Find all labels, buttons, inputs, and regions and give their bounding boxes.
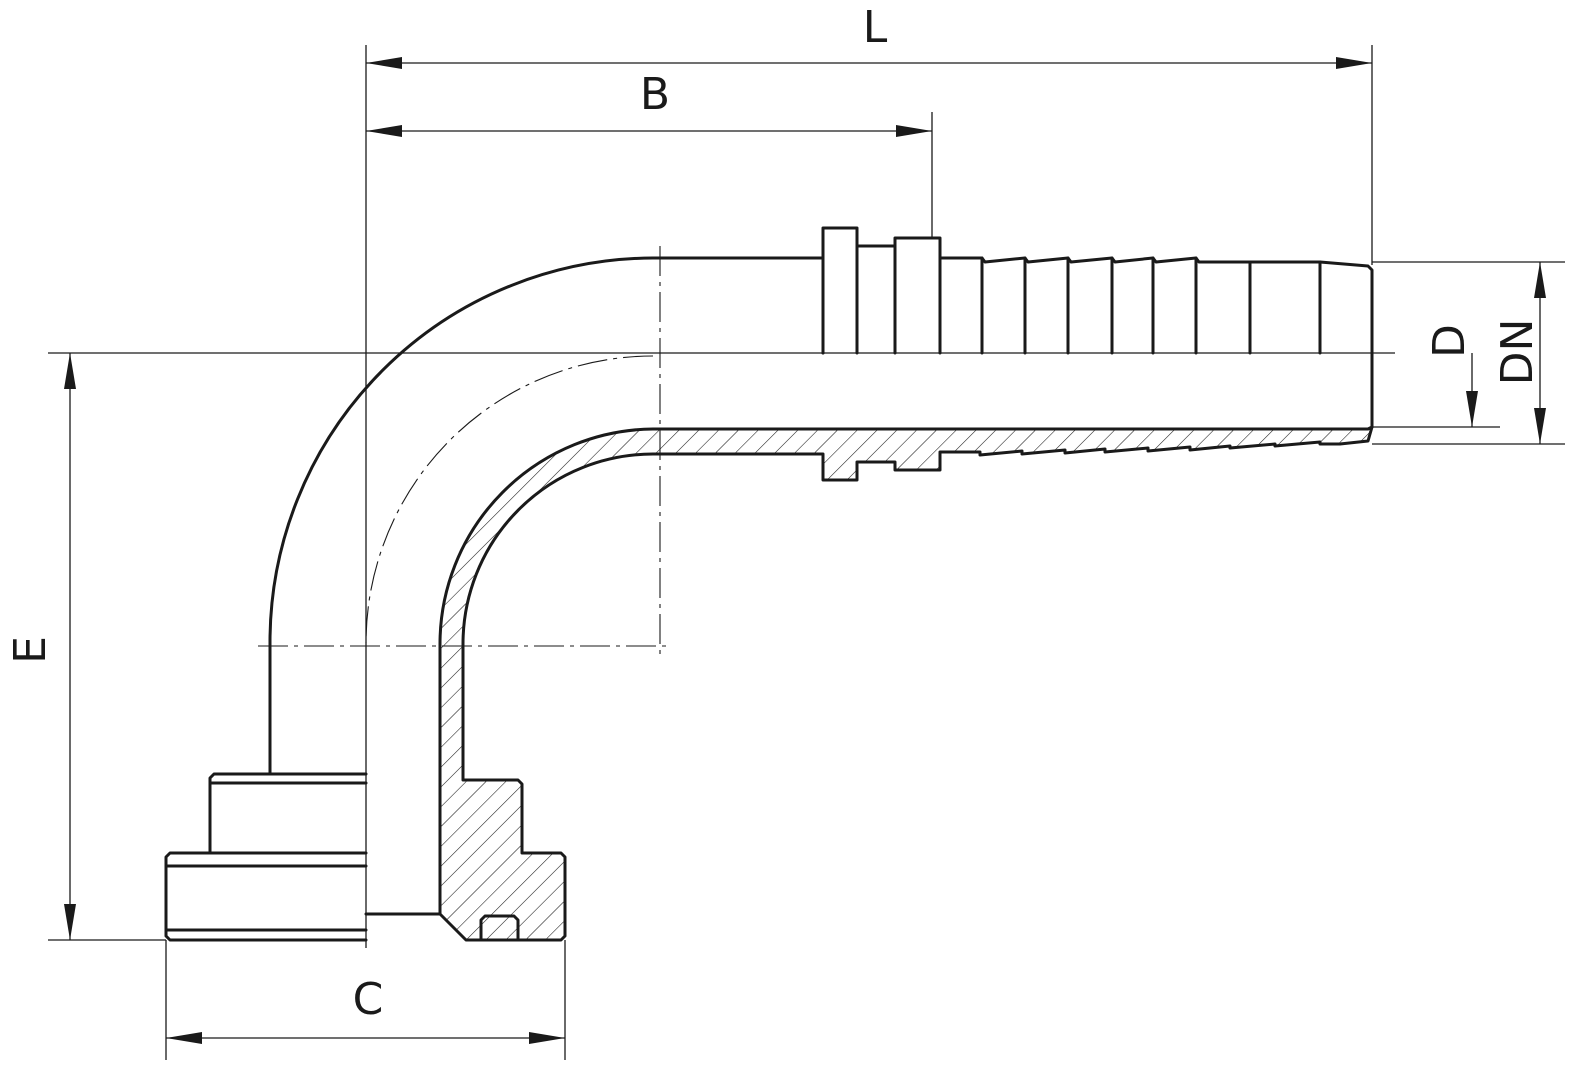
dimension-label-DN: DN	[1492, 319, 1543, 386]
hatched-section	[438, 425, 1374, 942]
dimension-L: L	[366, 2, 1372, 69]
dimension-label-B: B	[640, 69, 670, 120]
extension-lines	[48, 45, 1565, 1060]
dimension-DN: DN	[1492, 262, 1546, 444]
dimension-label-L: L	[863, 2, 888, 53]
dimension-label-E: E	[5, 636, 56, 664]
barb-grooves	[855, 244, 1322, 355]
dimension-label-D: D	[1424, 324, 1475, 358]
dimension-D: D	[1424, 324, 1478, 427]
dimension-B: B	[366, 69, 932, 137]
dimension-E: E	[5, 353, 76, 940]
fitting-outline	[164, 226, 1374, 942]
dimension-label-C: C	[353, 974, 384, 1025]
dimension-C: C	[166, 974, 565, 1044]
